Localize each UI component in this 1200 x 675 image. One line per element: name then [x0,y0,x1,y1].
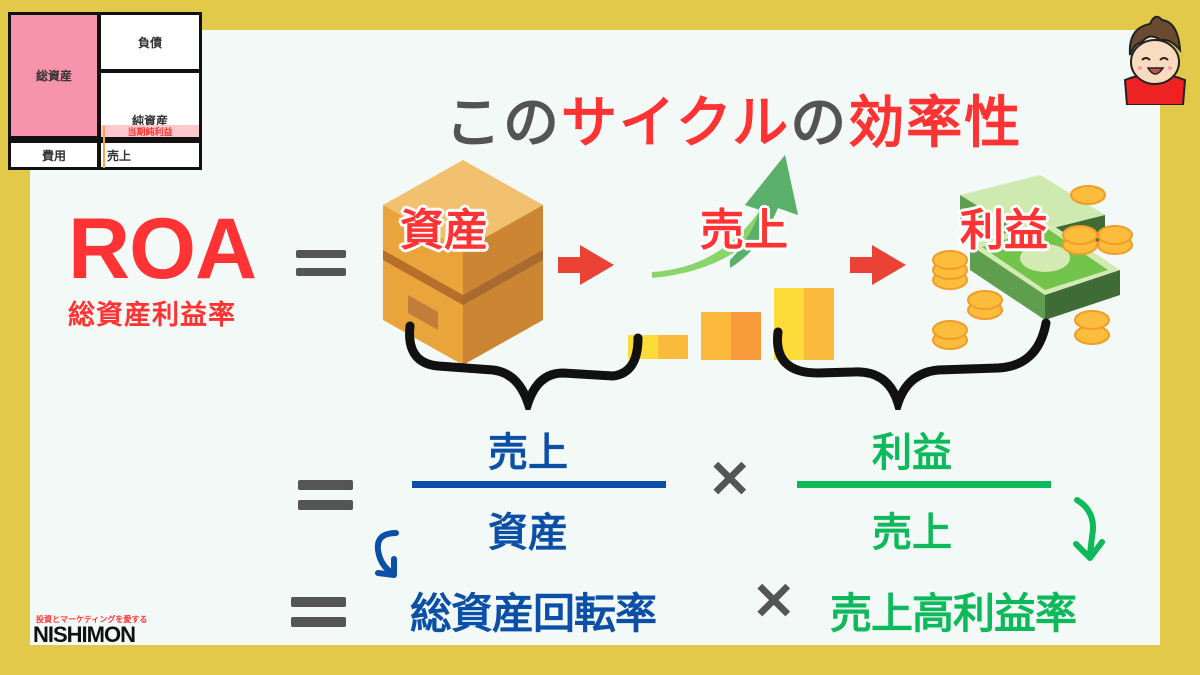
times-sign-1: ✕ [708,451,752,509]
bs-net-income: 当期純利益 [101,125,199,138]
sales-block-2 [701,312,761,360]
roa-subtitle: 総資産利益率 [68,300,236,331]
sales-block-3 [774,288,834,360]
roa-label: ROA [68,201,257,297]
cycle-sales-label: 売上 [700,205,788,256]
content-panel [30,30,1160,645]
arrow-right-icon [558,245,616,289]
bs-liabilities: 負債 [101,15,199,69]
bs-arrow-icon [103,126,105,168]
bs-net-assets: 純資産 [101,73,199,135]
balance-sheet-diagram: 総資産 負債 純資産 当期純利益 費用 売上 [8,12,202,170]
money-icon [920,170,1140,360]
equals-sign-2-bottom [298,500,353,510]
equals-sign-2-top [298,480,353,490]
brace-icons [398,318,1088,418]
equals-sign-3-top [291,597,346,607]
equals-sign-1-top [296,250,346,258]
brand-tagline: 投資とマーケティングを愛する [36,615,148,624]
bs-sales: 売上 [101,143,199,167]
brand-logo: NISHIMON [33,622,136,647]
fraction1-line [412,481,666,488]
fraction1-denominator: 資産 [488,510,568,556]
arrow-right-icon-2 [850,245,908,289]
equals-sign-3-bottom [291,617,346,627]
cycle-profit-label: 利益 [960,205,1048,256]
avatar [1120,10,1190,106]
curved-arrow-green-icon [1062,492,1112,571]
fraction1-numerator: 売上 [488,430,568,476]
curved-arrow-blue-icon [368,525,408,589]
profit-margin-label: 売上高利益率 [830,589,1077,638]
fraction2-numerator: 利益 [872,430,952,476]
box-icon [378,155,548,370]
cycle-assets-label: 資産 [400,205,488,256]
bs-expenses: 費用 [11,143,97,167]
growth-arrow-icon [650,150,800,280]
page-title: このサイクルの効率性 [445,91,1023,156]
fraction2-line [797,481,1051,488]
asset-turnover-label: 総資産回転率 [410,589,657,638]
bs-total-assets: 総資産 [11,15,97,136]
equals-sign-1-bottom [296,268,346,276]
fraction2-denominator: 売上 [872,510,952,556]
times-sign-2: ✕ [752,573,796,631]
